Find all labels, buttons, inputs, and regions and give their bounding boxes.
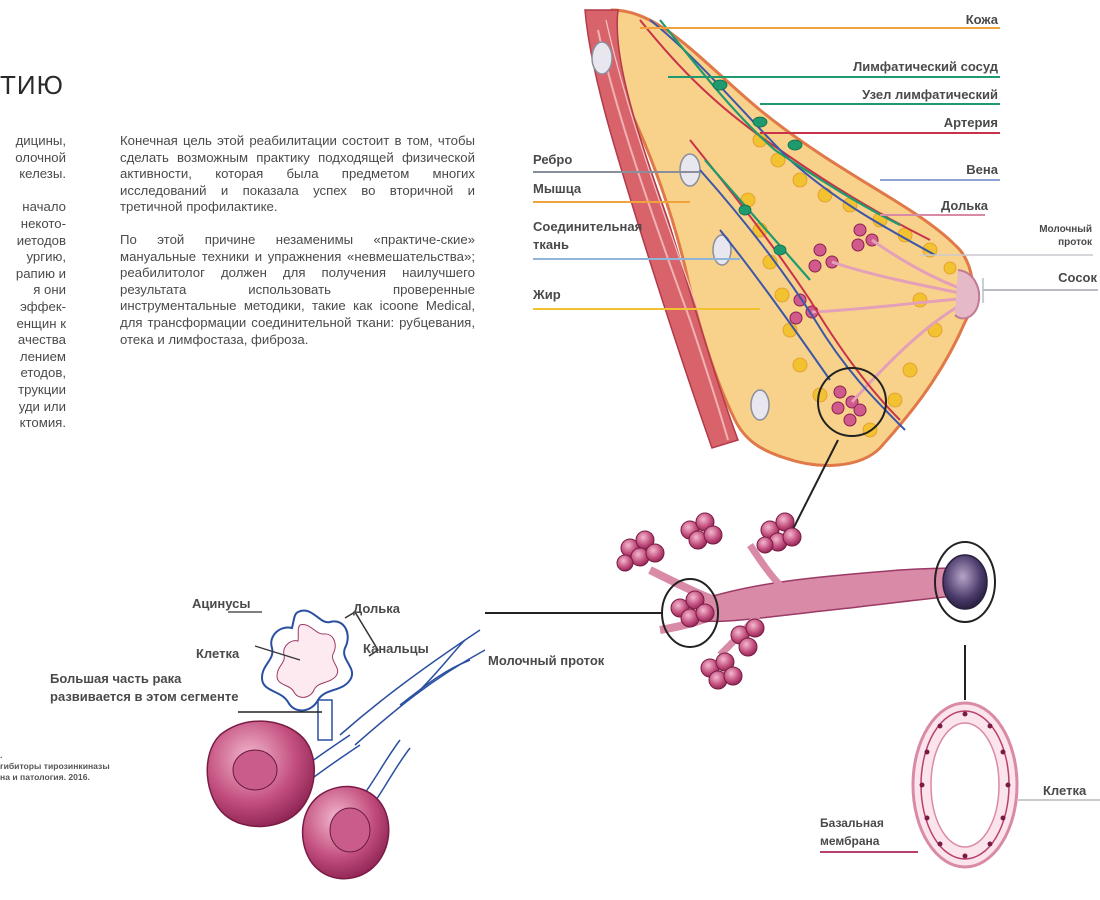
label-connective-line1: Соединительная <box>533 219 642 234</box>
label-artery: Артерия <box>944 115 998 130</box>
label-cancer-segment-line2: развивается в этом сегменте <box>50 689 238 704</box>
label-muscle: Мышца <box>533 181 582 196</box>
label-ductules: Канальцы <box>363 641 429 656</box>
label-lymph-node: Узел лимфатический <box>862 87 998 102</box>
ductule-detail-illustration <box>207 611 485 879</box>
label-vein: Вена <box>966 162 998 177</box>
label-rib: Ребро <box>533 152 572 167</box>
label-basal-membrane-line1: Базальная <box>820 816 884 830</box>
label-milk-duct-line2: проток <box>1058 237 1093 248</box>
label-lymph-vessel: Лимфатический сосуд <box>853 59 999 74</box>
label-skin: Кожа <box>966 12 999 27</box>
breast-cross-section-illustration <box>585 10 979 465</box>
label-milk-duct-line1: Молочный <box>1039 224 1092 235</box>
label-duct-cell: Клетка <box>1043 783 1087 798</box>
label-basal-membrane-line2: мембрана <box>820 834 880 848</box>
label-milk-duct-detail: Молочный проток <box>488 653 605 668</box>
label-connective-line2: ткань <box>533 237 569 252</box>
label-lobule: Долька <box>941 198 989 213</box>
label-lobule-detail: Долька <box>353 601 401 616</box>
label-cell-detail: Клетка <box>196 646 240 661</box>
duct-cross-section-illustration <box>913 703 1017 867</box>
label-cancer-segment-line1: Большая часть рака <box>50 671 182 686</box>
lobule-duct-illustration <box>617 513 995 689</box>
label-fat: Жир <box>532 287 561 302</box>
label-acini: Ацинусы <box>192 596 250 611</box>
label-nipple: Сосок <box>1058 270 1097 285</box>
